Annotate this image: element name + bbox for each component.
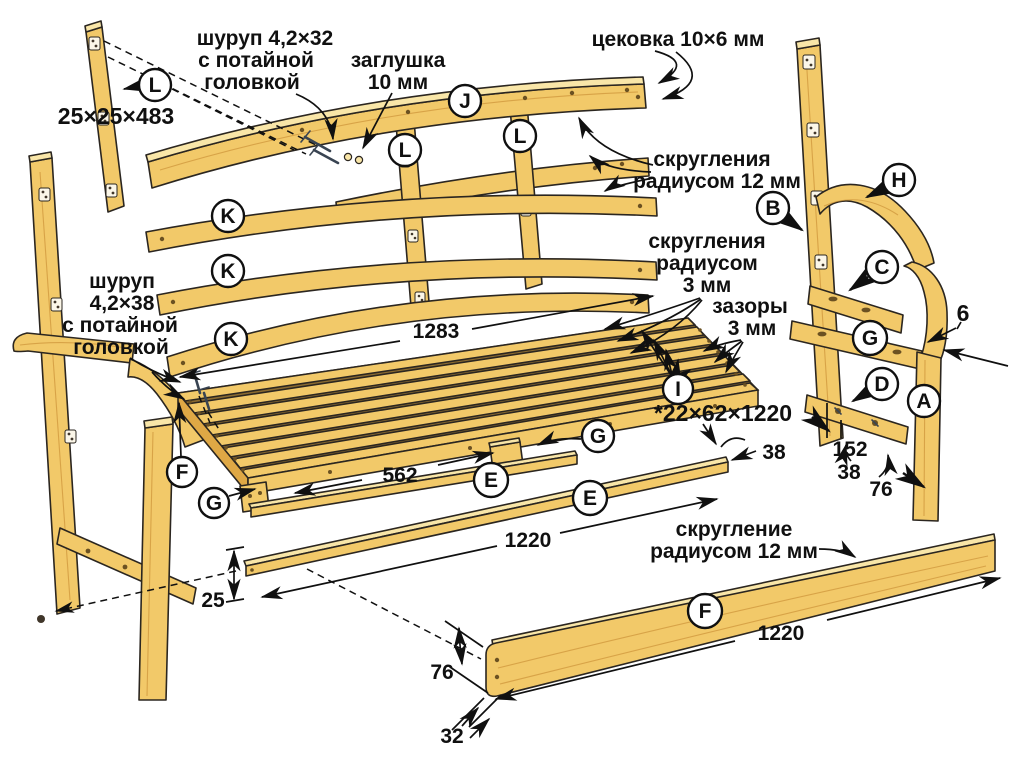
back-rail-k2 <box>156 257 658 316</box>
note-counterbore: цековка 10×6 мм <box>592 28 765 51</box>
callout-h: H <box>881 162 917 198</box>
seat-assembly <box>176 317 760 513</box>
note-fillet12-single: скругление <box>676 518 793 541</box>
dim-apron-width: 76 <box>430 661 453 684</box>
callout-e1: E <box>472 461 510 499</box>
svg-text:D: D <box>874 373 889 396</box>
svg-text:G: G <box>590 425 606 448</box>
note-screw-4238: шуруп <box>89 270 155 293</box>
svg-text:I: I <box>675 378 681 401</box>
screw-icon <box>300 130 340 165</box>
svg-text:L: L <box>149 74 162 97</box>
svg-text:10 мм: 10 мм <box>368 71 428 94</box>
svg-text:радиусом 12 мм: радиусом 12 мм <box>650 540 818 563</box>
stretcher-e2 <box>245 461 729 577</box>
svg-text:G: G <box>206 492 222 515</box>
right-rear-leg <box>796 44 844 447</box>
dim-side-76: 76 <box>869 478 892 501</box>
part-callouts: L J L L K K K H B C G D A I F G G E E F <box>137 67 942 630</box>
dashed-guides <box>54 40 482 660</box>
left-armrest <box>12 332 135 364</box>
svg-text:H: H <box>891 169 906 192</box>
dim-side-38: 38 <box>837 461 861 484</box>
svg-text:с потайной: с потайной <box>198 49 314 72</box>
svg-text:L: L <box>399 139 412 162</box>
dim-back-length: 1283 <box>413 320 460 343</box>
plug-icon <box>343 152 353 162</box>
svg-text:F: F <box>699 600 712 623</box>
callout-b: B <box>755 190 791 226</box>
note-plug: заглушка <box>351 49 446 72</box>
left-rear-leg-top <box>28 151 53 163</box>
dim-seat-slat: *22×62×1220 <box>654 400 792 426</box>
svg-text:L: L <box>514 125 527 148</box>
svg-text:K: K <box>223 328 238 351</box>
callout-l-top: L <box>137 67 173 103</box>
svg-text:B: B <box>765 197 780 220</box>
back-rail-k1 <box>145 194 658 253</box>
callout-j: J <box>447 83 483 119</box>
callout-k2: K <box>210 253 246 289</box>
callout-k1: K <box>210 198 246 234</box>
callout-f-board: F <box>686 592 724 630</box>
right-front-leg-a <box>912 351 942 522</box>
dim-slat-l: 25×25×483 <box>58 103 174 129</box>
svg-text:3 мм: 3 мм <box>683 274 732 297</box>
svg-text:головкой: головкой <box>73 336 169 359</box>
dim-cleat-spacing: 562 <box>382 464 417 487</box>
svg-text:J: J <box>459 90 471 113</box>
note-screw-4232: шуруп 4,2×32 <box>197 27 333 50</box>
callout-l1: L <box>387 132 423 168</box>
callout-l2: L <box>502 118 538 154</box>
dim-apron-length: 1220 <box>758 622 805 645</box>
callout-k3: K <box>213 321 249 357</box>
svg-text:с потайной: с потайной <box>62 314 178 337</box>
callout-g-right: G <box>851 319 889 357</box>
svg-text:K: K <box>220 260 235 283</box>
stretchers <box>243 450 729 577</box>
dim-apron-thickness: 32 <box>440 725 463 748</box>
callout-g-mid: G <box>580 418 616 454</box>
callout-d: D <box>864 366 900 402</box>
callout-g-seat: G <box>197 486 231 520</box>
svg-text:A: A <box>916 390 931 413</box>
svg-text:4,2×38: 4,2×38 <box>90 292 155 315</box>
callout-e2: E <box>571 479 609 517</box>
svg-text:E: E <box>583 487 597 510</box>
right-side-frame <box>789 37 948 522</box>
svg-text:K: K <box>220 205 235 228</box>
callout-f-seat: F <box>165 455 199 489</box>
svg-text:G: G <box>862 327 878 350</box>
callout-a: A <box>906 383 942 419</box>
dim-stretcher-end: 38 <box>762 441 786 464</box>
left-side-frame <box>12 151 207 701</box>
dimension-labels: 25×25×483 1283 *22×62×1220 562 1220 25 3… <box>58 103 970 748</box>
svg-text:F: F <box>176 461 189 484</box>
callout-c: C <box>864 249 900 285</box>
svg-text:радиусом 12 мм: радиусом 12 мм <box>633 170 801 193</box>
dim-stretcher-length: 1220 <box>505 529 552 552</box>
left-screw-head <box>37 615 45 623</box>
svg-text:3 мм: 3 мм <box>728 317 777 340</box>
annotations: шуруп 4,2×32 с потайной головкой заглушк… <box>62 27 818 563</box>
backrest-parts <box>84 20 658 378</box>
callout-i: I <box>661 372 695 406</box>
dim-side-152: 152 <box>832 438 867 461</box>
svg-text:головкой: головкой <box>204 71 300 94</box>
note-fillet3: скругления <box>648 230 765 253</box>
note-gaps: зазоры <box>712 295 788 318</box>
plug-icon <box>354 155 364 165</box>
board-f <box>485 539 996 698</box>
svg-text:C: C <box>874 256 889 279</box>
dim-reveal: 6 <box>957 300 970 326</box>
dim-stretcher-offset: 25 <box>201 589 225 612</box>
svg-text:радиусом: радиусом <box>656 252 758 275</box>
dimension-lines <box>178 293 1009 739</box>
back-rail-k3 <box>166 292 650 378</box>
svg-text:E: E <box>484 469 498 492</box>
note-fillet12: скругления <box>653 148 770 171</box>
